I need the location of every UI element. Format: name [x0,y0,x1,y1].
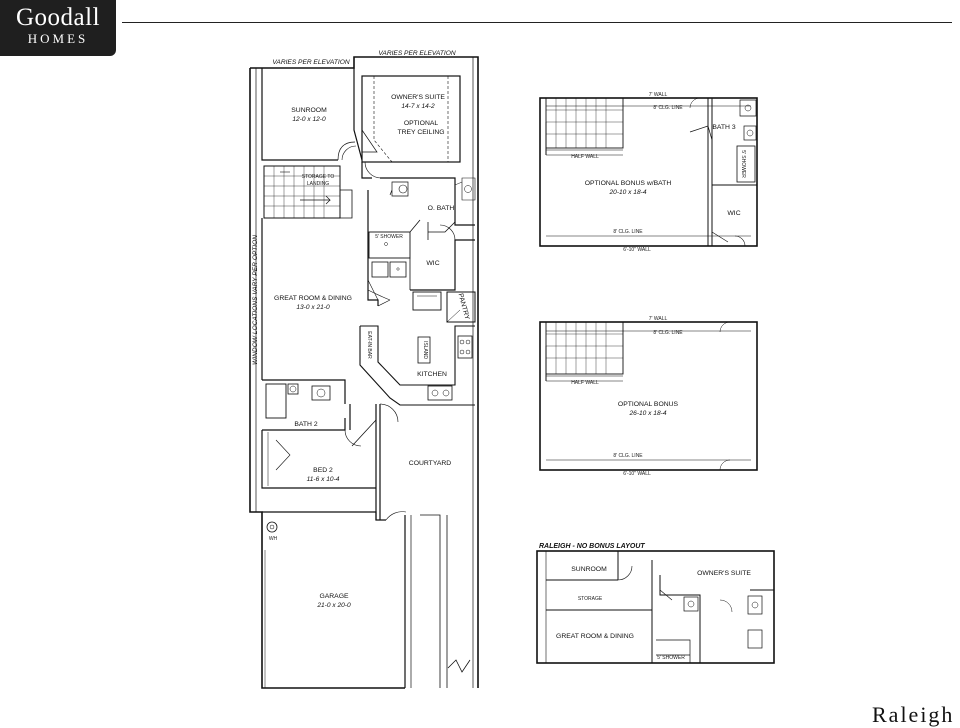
obath-label: O. BATH [428,205,455,212]
bed2-dim: 11-6 x 10-4 [307,476,340,483]
bonus-wall-bottom: 6'-10" WALL [623,471,651,477]
pantry-label: PANTRY [457,293,471,321]
header-rule [122,22,952,23]
bonus-with-bath-plan [539,97,758,247]
owners-suite-note1: OPTIONAL [404,120,439,127]
bonus-bath-wic-label: WIC [727,210,740,217]
no-bonus-storage-label: STORAGE [578,596,603,602]
no-bonus-shower-label: 5' SHOWER [657,655,685,661]
bonus-bath-wall-bottom: 6'-10" WALL [623,247,651,253]
obath-shower-label: 5' SHOWER [375,234,403,240]
main-floor-plan [249,56,479,689]
bonus-plan [539,321,758,471]
bed2-label: BED 2 [313,467,333,474]
wic-label: WIC [426,260,439,267]
owners-suite-label: OWNER'S SUITE [391,94,445,101]
great-room-dim: 13-0 x 21-0 [296,304,330,311]
no-bonus-sunroom-label: SUNROOM [571,566,607,573]
no-bonus-layout-plan [536,550,775,664]
plan-name-title: Raleigh [872,702,955,727]
bonus-bath-shower-label: 5' SHOWER [740,150,746,178]
bonus-bath-clg-top: 8' CLG. LINE [653,105,683,111]
great-room-label: GREAT ROOM & DINING [274,295,352,302]
bonus-bath-wall-top: 7' WALL [649,92,668,98]
sunroom-dim: 12-0 x 12-0 [292,116,326,123]
bonus-clg-top: 8' CLG. LINE [653,330,683,336]
elevation-note-right: VARIES PER ELEVATION [378,50,455,57]
bonus-half-wall: HALF WALL [571,380,599,386]
courtyard-label: COURTYARD [409,460,452,467]
kitchen-label: KITCHEN [417,371,447,378]
bonus-bath-half-wall: HALF WALL [571,154,599,160]
storage-label-2: LANDING [307,181,329,187]
bath3-label: BATH 3 [712,124,736,131]
owners-suite-note2: TREY CEILING [397,129,444,136]
garage-label: GARAGE [319,593,349,600]
logo-line1: Goodall [15,4,101,31]
storage-label-1: STORAGE TO [302,174,335,180]
bonus-bath-room-label: OPTIONAL BONUS w/BATH [585,180,672,187]
garage-dim: 21-0 x 20-0 [316,602,351,609]
bonus-wall-top: 7' WALL [649,316,668,322]
no-bonus-title: RALEIGH - NO BONUS LAYOUT [539,543,645,550]
window-location-note: WINDOW LOCATIONS VARY PER OPTION [252,235,259,365]
owners-suite-dim: 14-7 x 14-2 [401,103,435,110]
sunroom-label: SUNROOM [291,107,327,114]
logo-line2: HOMES [27,31,89,46]
no-bonus-great-room-label: GREAT ROOM & DINING [556,633,634,640]
eat-bar-label: EAT-IN BAR [366,331,372,359]
bonus-bath-room-dim: 20-10 x 18-4 [608,189,646,196]
elevation-note-left: VARIES PER ELEVATION [272,59,349,66]
bath2-label: BATH 2 [294,421,318,428]
bonus-room-label: OPTIONAL BONUS [618,401,679,408]
bonus-bath-clg-bottom: 8' CLG. LINE [613,229,643,235]
goodall-homes-logo: Goodall HOMES [0,0,116,56]
no-bonus-owners-suite-label: OWNER'S SUITE [697,570,751,577]
bonus-clg-bottom: 8' CLG. LINE [613,453,643,459]
water-heater-label: WH [269,536,278,542]
island-label: ISLAND [422,341,428,359]
bonus-room-dim: 26-10 x 18-4 [628,410,666,417]
